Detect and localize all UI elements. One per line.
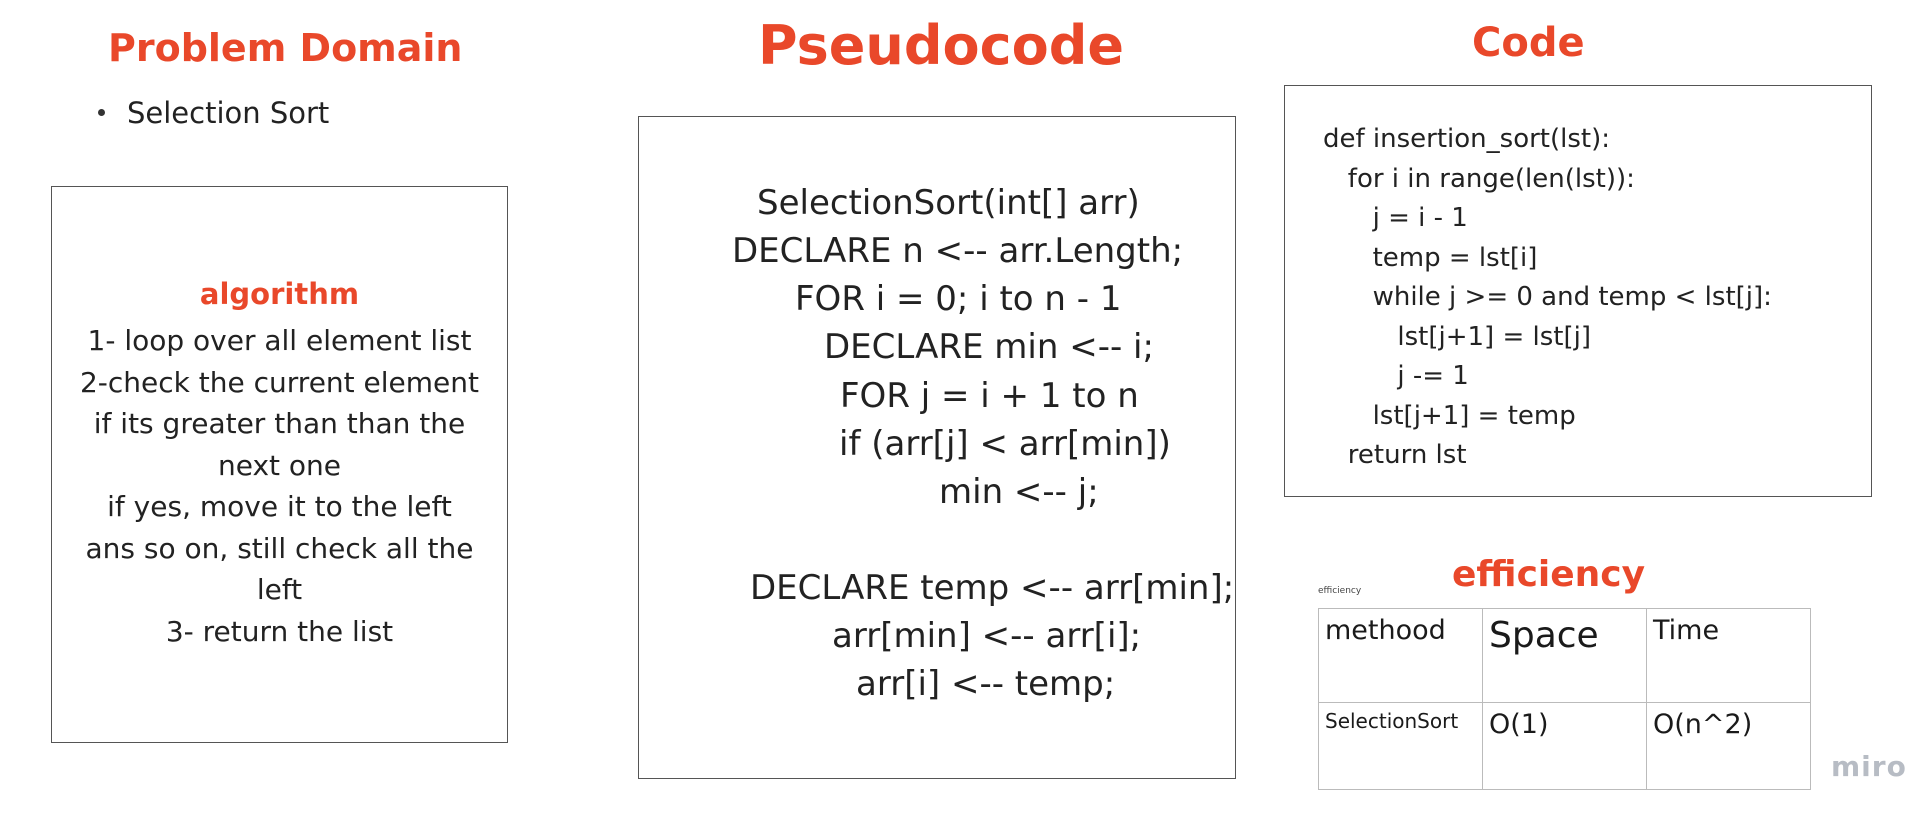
pseudocode-line: FOR j = i + 1 to n	[840, 376, 1139, 416]
table-header-row: methood Space Time	[1318, 608, 1811, 703]
algorithm-line: 3- return the list	[165, 614, 394, 648]
problem-bullet-item: Selection Sort	[98, 96, 329, 130]
code-line: def insertion_sort(lst):	[1323, 124, 1611, 154]
pseudocode-line: if (arr[j] < arr[min])	[839, 424, 1171, 464]
pseudocode-card[interactable]: SelectionSort(int[] arr) DECLARE n <-- a…	[638, 116, 1236, 779]
code-card[interactable]: def insertion_sort(lst): for i in range(…	[1284, 85, 1872, 497]
pseudocode-line: DECLARE min <-- i;	[824, 327, 1154, 367]
pseudocode-line: FOR i = 0; i to n - 1	[795, 279, 1122, 319]
miro-logo: miro	[1831, 750, 1907, 783]
algorithm-line: if yes, move it to the left	[107, 490, 452, 523]
table-cell: O(n^2)	[1653, 709, 1753, 740]
pseudocode-line: arr[min] <-- arr[i];	[832, 616, 1142, 656]
algorithm-line: 1- loop over all element list	[87, 324, 472, 357]
code-title: Code	[1472, 20, 1585, 66]
table-header-cell: Space	[1489, 615, 1599, 656]
code-line: j -= 1	[1323, 361, 1469, 391]
table-row: SelectionSort O(1) O(n^2)	[1318, 702, 1811, 790]
code-line: for i in range(len(lst)):	[1323, 163, 1635, 194]
bullet-icon	[98, 108, 105, 116]
pseudocode-line: DECLARE n <-- arr.Length;	[732, 231, 1184, 271]
algorithm-card[interactable]: algorithm 1- loop over all element list …	[51, 186, 508, 743]
algorithm-line: left	[256, 573, 303, 606]
pseudocode-line: arr[i] <-- temp;	[856, 664, 1116, 704]
table-header-cell: methood	[1325, 615, 1446, 646]
table-cell: O(1)	[1489, 709, 1549, 740]
pseudocode-line: min <-- j;	[939, 472, 1099, 512]
code-line: while j >= 0 and temp < lst[j]:	[1323, 282, 1772, 312]
efficiency-title: efficiency	[1452, 554, 1646, 595]
code-line: lst[j+1] = temp	[1323, 400, 1576, 431]
efficiency-table[interactable]: methood Space Time SelectionSort O(1) O(…	[1318, 608, 1811, 790]
problem-domain-title: Problem Domain	[108, 26, 463, 70]
algorithm-line: 2-check the current element	[79, 365, 479, 399]
pseudocode-title: Pseudocode	[758, 14, 1124, 77]
pseudocode-line: SelectionSort(int[] arr)	[757, 183, 1140, 223]
algorithm-title: algorithm	[199, 277, 360, 311]
algorithm-line: ans so on, still check all the	[85, 531, 474, 565]
pseudocode-line: DECLARE temp <-- arr[min];	[750, 568, 1235, 608]
efficiency-small-label: efficiency	[1318, 586, 1362, 596]
code-line: j = i - 1	[1323, 203, 1468, 233]
code-line: lst[j+1] = lst[j]	[1323, 321, 1591, 352]
algorithm-text: 1- loop over all element list 2-check th…	[52, 320, 507, 652]
code-line: temp = lst[i]	[1323, 242, 1538, 273]
problem-bullet-text: Selection Sort	[127, 96, 330, 130]
algorithm-line: if its greater than than the	[93, 407, 466, 440]
algorithm-line: next one	[217, 448, 342, 482]
code-line: return lst	[1323, 440, 1467, 470]
table-cell: SelectionSort	[1325, 709, 1459, 733]
code-text: def insertion_sort(lst): for i in range(…	[1323, 120, 1772, 476]
table-header-cell: Time	[1653, 615, 1720, 646]
